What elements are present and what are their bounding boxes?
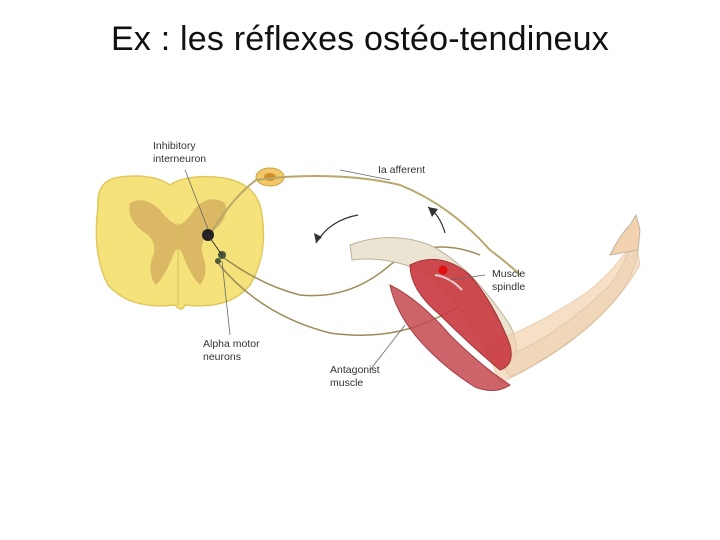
reflex-illustration: Inhibitory interneuron Ia afferent Muscl… (95, 140, 641, 391)
reflex-diagram: Inhibitory interneuron Ia afferent Muscl… (90, 125, 641, 410)
label-antagonist-muscle-2: muscle (330, 377, 363, 389)
muscle-spindle (434, 274, 463, 291)
ia-afferent-fiber (209, 175, 521, 276)
spinal-cord-section (95, 175, 265, 310)
label-ia-afferent: Ia afferent (378, 164, 425, 176)
stretch-arrow-icon (315, 214, 359, 244)
forearm-outline (484, 235, 641, 384)
label-inhibitory-interneuron-2: interneuron (153, 153, 206, 165)
label-alpha-motor-neurons: Alpha motor (203, 338, 260, 350)
label-antagonist-muscle: Antagonist (330, 364, 380, 376)
label-muscle-spindle: Muscle (492, 268, 525, 280)
marker-dot (438, 265, 448, 275)
agonist-muscle (409, 258, 512, 371)
hand (609, 213, 641, 256)
label-muscle-spindle-2: spindle (492, 281, 525, 293)
antagonist-muscle-shape (389, 284, 511, 391)
label-inhibitory-interneuron: Inhibitory (153, 140, 196, 152)
slide-title: Ex : les réflexes ostéo-tendineux (111, 20, 609, 58)
label-alpha-motor-neurons-2: neurons (203, 351, 241, 363)
